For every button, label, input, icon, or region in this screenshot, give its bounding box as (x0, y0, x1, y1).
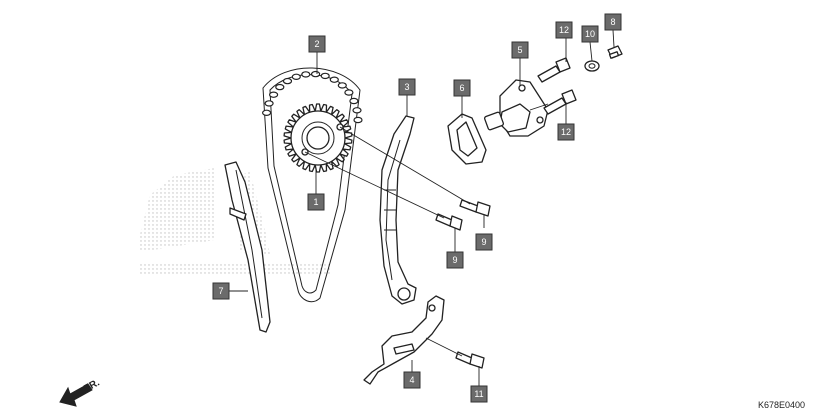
bolt-9-upper (459, 199, 491, 217)
bracket (363, 295, 445, 385)
sealing-washer-10 (584, 60, 600, 72)
chain-link (262, 109, 272, 117)
chain-guide (224, 161, 271, 333)
tensioner-arm (379, 115, 417, 305)
callout-8: 8 (604, 13, 622, 31)
chain-link (349, 97, 359, 105)
front-direction-indicator: FR. (59, 377, 102, 407)
callout-5: 5 (511, 41, 529, 59)
svg-text:1: 1 (313, 197, 318, 207)
leader-lines (229, 29, 615, 386)
chain-link (301, 71, 311, 78)
callout-7: 7 (212, 282, 230, 300)
svg-text:4: 4 (409, 375, 414, 385)
flange-bolt-11 (455, 351, 485, 369)
callout-10: 10 (581, 25, 599, 43)
svg-text:6: 6 (459, 83, 464, 93)
chain-link (264, 100, 274, 107)
chain-link (291, 73, 301, 81)
chain-link (269, 91, 279, 98)
chain-link (344, 89, 354, 96)
diagram-code: K678E0400 (758, 400, 805, 410)
chain-link (282, 77, 293, 85)
svg-text:8: 8 (610, 17, 615, 27)
bolt-9-lower (435, 213, 463, 231)
chain-link (311, 70, 321, 78)
svg-text:2: 2 (314, 39, 319, 49)
svg-text:3: 3 (404, 82, 409, 92)
cam-sprocket (283, 103, 353, 173)
bolt-12-upper (537, 57, 571, 83)
svg-text:9: 9 (452, 255, 457, 265)
tensioner-lifter (484, 79, 549, 137)
svg-text:12: 12 (559, 25, 569, 35)
svg-text:7: 7 (218, 286, 223, 296)
svg-text:9: 9 (481, 237, 486, 247)
callout-12-upper: 12 (555, 21, 573, 39)
callout-6: 6 (453, 79, 471, 97)
callout-1: 1 (307, 193, 325, 211)
callout-9-left: 9 (446, 251, 464, 269)
tensioner-gasket (447, 113, 487, 165)
bolt-12-lower (543, 89, 577, 115)
callout-4: 4 (403, 371, 421, 389)
sealing-bolt-8 (607, 45, 623, 59)
chain-link (320, 72, 330, 80)
chain-link (337, 82, 347, 89)
front-label: FR. (82, 377, 102, 394)
svg-text:11: 11 (474, 389, 483, 399)
callout-12-lower: 12 (557, 123, 575, 141)
svg-text:12: 12 (561, 127, 571, 137)
chain-link (353, 116, 363, 124)
svg-text:10: 10 (585, 29, 595, 39)
front-arrow-icon (59, 383, 93, 407)
callout-11: 11 (470, 385, 488, 403)
chain-link (329, 76, 339, 83)
callout-2: 2 (308, 35, 326, 53)
chain-link (352, 107, 362, 114)
chain-link (275, 83, 285, 91)
svg-text:5: 5 (517, 45, 522, 55)
callout-9-right: 9 (475, 233, 493, 251)
callout-3: 3 (398, 78, 416, 96)
